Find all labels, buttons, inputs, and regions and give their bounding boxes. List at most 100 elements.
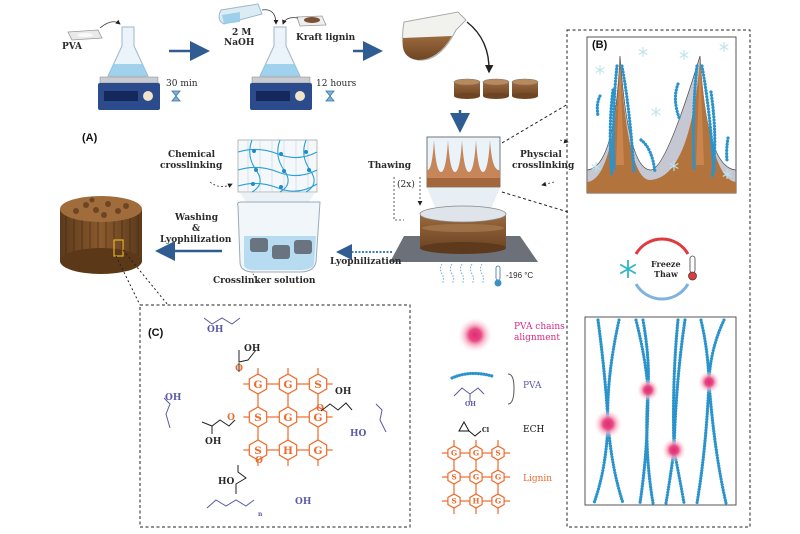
thaw-label: Thaw xyxy=(654,269,678,279)
aerogel-cylinder-icon xyxy=(60,196,142,274)
time-12h-label: 12 hours xyxy=(316,79,357,89)
lignin-unit-G: G xyxy=(278,406,298,428)
pva-label: PVA xyxy=(62,42,83,52)
petri-dishes-icon xyxy=(453,78,539,99)
physical-crosslink-arrow xyxy=(541,181,555,187)
lignin-unit-G: G xyxy=(447,445,461,461)
panel-b-frame xyxy=(566,29,751,528)
lignin-unit-label: S xyxy=(451,473,456,482)
lignin-unit-label: G xyxy=(473,449,479,458)
pva-end-groups xyxy=(163,317,387,509)
lignin-unit-label: G xyxy=(284,412,293,424)
lignin-unit-label: G xyxy=(495,473,501,482)
structure-oh-right: OH xyxy=(335,387,352,397)
cold-vapor-icon xyxy=(439,263,485,285)
lignin-unit-label: G xyxy=(314,412,323,424)
lignin-unit-G: G xyxy=(469,469,483,485)
hourglass-2-icon xyxy=(325,90,335,102)
panel-b-pointer-arrow xyxy=(559,138,569,144)
panel-c-frame xyxy=(139,304,411,528)
chemical-crosslink-arrow xyxy=(209,181,233,188)
pour-arrow-dishes-icon xyxy=(466,21,494,74)
legend-alignment-label-2: alignment xyxy=(514,333,560,343)
alignment-point xyxy=(698,371,720,393)
ether-oxygen-label: O xyxy=(227,413,235,423)
temperature-label: -196 °C xyxy=(506,271,534,280)
brown-solution-flask-icon xyxy=(402,11,467,61)
alignment-point xyxy=(594,410,622,438)
chemical-crosslinking-label: crosslinking xyxy=(160,161,223,171)
lignin-unit-label: G xyxy=(495,497,501,506)
snowflake-freeze-icon xyxy=(619,260,637,278)
aligned-pva-chains-panel xyxy=(584,316,737,506)
legend-lignin-label: Lignin xyxy=(523,474,553,484)
lignin-unit-G: G xyxy=(308,439,328,461)
lignin-unit-label: G xyxy=(314,445,323,457)
flask-stirrer-2-icon xyxy=(250,26,312,110)
legend-alignment-icon xyxy=(458,318,492,352)
freeze-thaw-cycle xyxy=(619,237,697,301)
lyophilization-label: Lyophilization xyxy=(330,257,402,267)
lignin-unit-label: H xyxy=(283,445,293,457)
pour-arrow-naoh-icon xyxy=(261,9,279,25)
structure-ho-bottom: HO xyxy=(218,477,235,487)
legend-ech-icon xyxy=(458,420,482,437)
legend-ech-label: ECH xyxy=(523,425,545,435)
panel-a-label: (A) xyxy=(82,132,98,144)
lignin-unit-label: G xyxy=(473,473,479,482)
freeze-label: Freeze xyxy=(651,259,681,269)
crosslinker-beaker-icon xyxy=(237,201,321,273)
pour-arrow-lignin-icon xyxy=(282,17,299,25)
crosslinker-solution-label: Crosslinker solution xyxy=(213,276,316,286)
ether-oxygen-label: O xyxy=(316,404,324,414)
legend-lignin-icon: G G S S G G S H G xyxy=(441,440,511,514)
alignment-point xyxy=(662,438,686,462)
zoom-lines-b xyxy=(501,103,569,213)
lignin-unit-S: S xyxy=(248,406,268,428)
pva-weighing-boat-icon xyxy=(67,29,103,41)
flask-stirrer-1-icon xyxy=(98,26,160,110)
legend-pva-label: PVA xyxy=(523,381,542,391)
zoom-lines-c xyxy=(115,249,169,306)
structure-oh-top: OH xyxy=(244,344,261,354)
legend-pva-icon xyxy=(450,371,515,405)
lignin-unit-label: G xyxy=(451,449,457,458)
legend-pva-oh-label: OH xyxy=(465,401,476,408)
pva-chains-b xyxy=(595,64,730,180)
crosslinker-pointer xyxy=(251,271,259,284)
lignin-unit-label: S xyxy=(314,379,322,391)
lignin-unit-H: H xyxy=(278,439,298,461)
structure-ho-pva-right: HO xyxy=(350,429,367,439)
structure-oh-pva-left: OH xyxy=(165,393,182,403)
ether-oxygen-label: O xyxy=(255,456,263,466)
hourglass-icon xyxy=(171,90,181,102)
lignin-unit-label: G xyxy=(284,379,293,391)
lignin-weighing-boat-icon xyxy=(296,15,327,27)
lignin-unit-G: G xyxy=(491,469,505,485)
structure-oh-left: OH xyxy=(205,437,222,447)
lignin-unit-S: S xyxy=(447,493,461,509)
chemical-label: Chemical xyxy=(168,150,216,160)
freezing-dish-plate-icon xyxy=(390,205,538,262)
lignin-unit-G: G xyxy=(491,493,505,509)
structure-n-subscript: n xyxy=(258,511,263,518)
lignin-unit-G: G xyxy=(469,445,483,461)
lignin-unit-label: S xyxy=(254,412,262,424)
thawing-label: Thawing xyxy=(368,161,412,171)
thermometer-hot-icon xyxy=(688,255,697,281)
thermometer-cold-icon xyxy=(494,265,502,287)
thaw-loop-line xyxy=(393,177,404,221)
freezing-spikes-inset xyxy=(426,136,501,188)
lignin-unit-S: S xyxy=(447,469,461,485)
lignin-unit-S: S xyxy=(491,445,505,461)
lignin-unit-G: G xyxy=(278,373,298,395)
legend-ech-cl-label: Cl xyxy=(482,427,490,434)
chemical-network-inset xyxy=(237,139,318,193)
washing-lyophilization-label: Lyophilization xyxy=(160,235,232,245)
physical-label: Physcial xyxy=(520,150,562,160)
lignin-unit-label: H xyxy=(473,497,480,506)
structure-oh-pva-top: OH xyxy=(207,325,224,335)
panel-c-label: (C) xyxy=(148,327,164,339)
kraft-lignin-label: Kraft lignin xyxy=(296,33,356,43)
